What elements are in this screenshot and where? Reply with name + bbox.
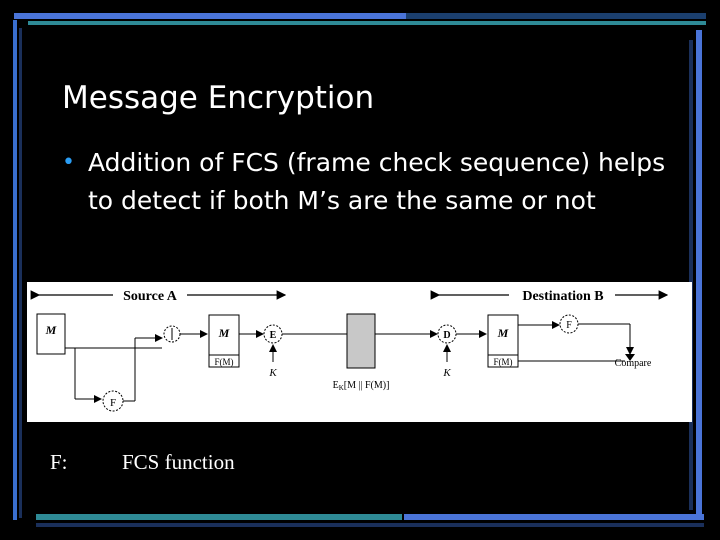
source-message-label: M xyxy=(45,323,57,337)
top-bar-left xyxy=(14,13,406,19)
bottom-bar-dark xyxy=(36,523,704,527)
source-message-box xyxy=(36,313,66,355)
destination-frame-message-label: M xyxy=(497,326,509,340)
legend-description: FCS function xyxy=(122,450,235,474)
source-label: Source A xyxy=(123,289,178,304)
ciphertext-label: EK[M || F(M)] xyxy=(333,380,390,392)
slide-title: Message Encryption xyxy=(62,80,375,116)
source-frame-message-label: M xyxy=(218,326,230,340)
ciphertext-k: K xyxy=(339,384,344,392)
decrypt-label: D xyxy=(443,330,450,341)
destination-label: Destination B xyxy=(522,289,603,304)
source-frame-fcs-label: F(M) xyxy=(214,357,233,367)
compare-triangle-icon xyxy=(625,354,635,361)
destination-frame-fcs-label: F(M) xyxy=(493,357,512,367)
right-bar xyxy=(696,30,702,520)
ciphertext-e: E xyxy=(333,380,339,391)
bottom-bar-left xyxy=(36,514,402,520)
compare-label: Compare xyxy=(615,358,652,369)
ciphertext-block xyxy=(346,313,376,369)
source-fcs-label: F xyxy=(110,397,116,409)
left-bar-dark xyxy=(19,28,22,518)
bullet-text: Addition of FCS (frame check sequence) h… xyxy=(88,148,666,215)
ciphertext-args: [M || F(M)] xyxy=(344,380,390,391)
top-bar-teal xyxy=(28,21,706,25)
encrypt-key-label: K xyxy=(268,367,277,379)
right-bar-dark xyxy=(689,40,693,510)
encryption-diagram: Source A Destination B M F M F(M) E K xyxy=(30,289,669,412)
decrypt-key-label: K xyxy=(442,367,451,379)
source-frame-fcs xyxy=(208,354,240,368)
bottom-bar-right xyxy=(404,514,704,520)
legend-key: F: xyxy=(50,450,68,474)
bullet-dot-icon: • xyxy=(62,150,75,175)
destination-fcs-label: F xyxy=(566,320,572,331)
encrypt-label: E xyxy=(270,330,277,341)
top-bar-right xyxy=(406,13,706,19)
left-bar xyxy=(13,20,17,520)
diagram-panel: Source A Destination B M F M F(M) E K xyxy=(27,282,692,422)
